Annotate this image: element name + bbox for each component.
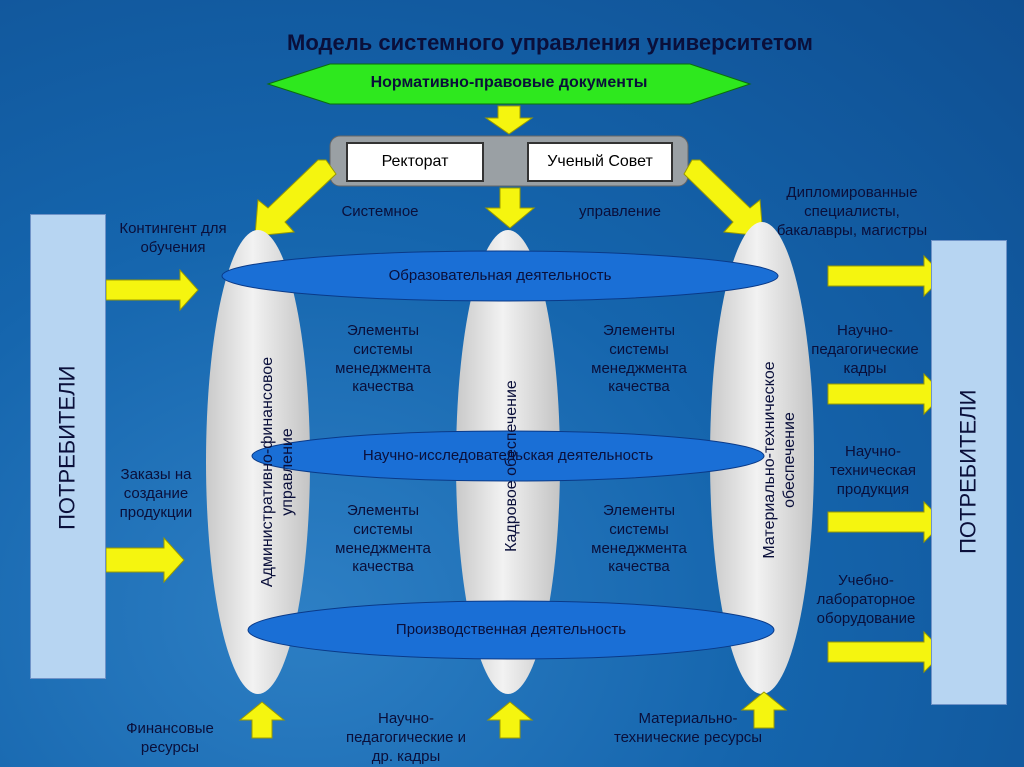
consumers-box-left [30,214,106,679]
activity-production-label: Производственная деятельность [395,621,627,638]
activity-educational-label: Образовательная деятельность [388,267,612,284]
arrow-output-staff [827,372,945,416]
arrow-input-orders [105,536,185,584]
arrow-input-contingent [105,268,199,312]
activity-research-label: Научно-исследовательская деятельность [362,447,654,464]
output-products-label: Научно-техническая продукция [830,443,916,498]
pillar-personnel-label-bottom: Кадровое обеспечение [503,380,520,552]
output-staff-label: Научно-педагогические кадры [811,322,919,377]
pillar-admin-finance-label: Административно-финансовое управление [259,356,296,588]
resource-financial-label: Финансовые ресурсы [126,720,214,756]
input-orders-label: Заказы на создание продукции [119,466,193,521]
consumers-label-left: ПОТРЕБИТЕЛИ [54,365,80,530]
ellipse-educational [221,250,779,302]
ellipse-production [247,600,775,660]
output-graduates-label: Дипломированные специалисты, бакалавры, … [776,184,928,239]
output-equipment-label: Учебно-лабораторное оборудование [816,572,916,627]
quality-elements-bottom-right: Элементы системы менеджмента качества [591,502,687,576]
normative-banner-shape [266,63,752,105]
resource-personnel-label: Научно-педагогические и др. кадры [345,710,467,765]
academic-council-box: Ученый Совет [527,142,673,182]
system-label-right: управление [578,203,662,220]
arrow-to-left-pillar [254,159,337,237]
input-contingent-label: Контингент для обучения [119,220,227,256]
diagram-title: Модель системного управления университет… [287,30,813,55]
consumers-label-right: ПОТРЕБИТЕЛИ [955,389,981,554]
normative-banner-label: Нормативно-правовые документы [370,74,648,91]
quality-elements-bottom-left: Элементы системы менеджмента качества [335,502,431,576]
system-label-left: Системное [341,203,419,220]
arrow-output-products [827,500,945,544]
quality-elements-top-left: Элементы системы менеджмента качества [335,322,431,396]
arrow-output-equipment [827,630,945,674]
ellipse-research [251,430,765,482]
arrow-output-graduates [827,254,945,298]
consumers-box-right [931,240,1007,705]
arrow-input-personnel [486,701,534,739]
arrow-input-material [740,691,788,729]
resource-material-label: Материально-технические ресурсы [613,710,763,746]
arrow-to-center-pillar [484,187,536,229]
rectorate-box: Ректорат [346,142,484,182]
quality-elements-top-right: Элементы системы менеджмента качества [591,322,687,396]
arrow-input-financial [238,701,286,739]
arrow-to-right-pillar [683,159,764,237]
arrow-banner-to-management [484,105,534,135]
